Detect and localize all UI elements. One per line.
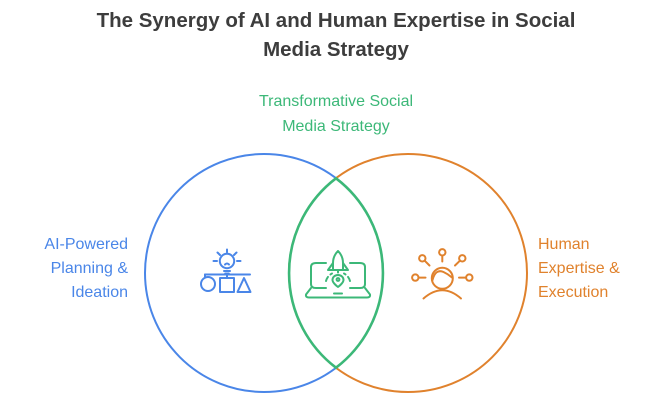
idea-flowchart-icon [200, 248, 252, 293]
page-title-line-1: The Synergy of AI and Human Expertise in… [96, 9, 576, 32]
person-network-icon [411, 248, 474, 300]
left-set-label-line-1: AI-Powered [44, 236, 128, 253]
page-title-line-2: Media Strategy [263, 38, 409, 62]
overlap-label: Transformative Social Media Strategy [216, 89, 456, 139]
laptop-rocket-icon [304, 250, 372, 299]
right-set-label-line-3: Execution [538, 284, 609, 301]
overlap-label-line-2: Media Strategy [282, 118, 390, 135]
right-set-label-line-2: Expertise & [538, 260, 620, 277]
intersection-lens [287, 176, 385, 370]
left-set-label: AI-Powered Planning & Ideation [0, 233, 128, 305]
overlap-label-line-1: Transformative Social [258, 93, 414, 110]
left-set-label-line-2: Planning & [50, 260, 128, 277]
left-set-label-line-3: Ideation [71, 284, 128, 301]
right-set-label-line-1: Human [538, 236, 590, 253]
right-set-label: Human Expertise & Execution [538, 233, 672, 305]
page-title: The Synergy of AI and Human Expertise in… [0, 6, 672, 64]
